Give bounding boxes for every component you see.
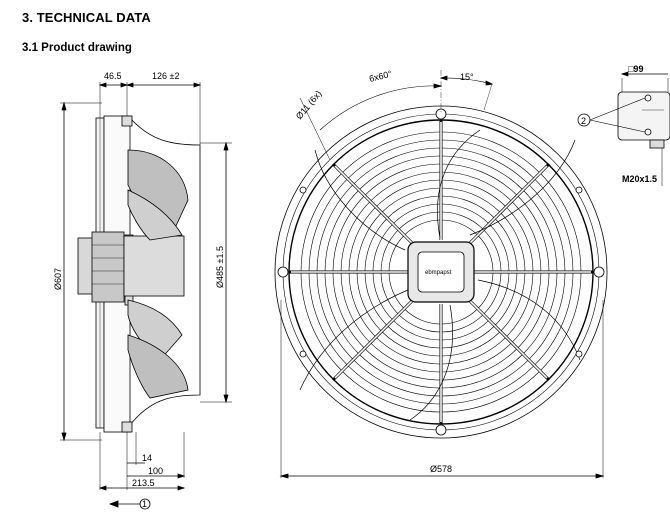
dim-top-b: 126 ±2 <box>152 71 179 81</box>
dim-box: □99 <box>628 64 643 74</box>
side-view <box>60 82 232 510</box>
subsection-title: 3.1 Product drawing <box>22 42 132 54</box>
terminal-box <box>577 71 670 186</box>
dim-dia-inner: Ø485 ±1.5 <box>215 246 225 288</box>
dim-gland: M20x1.5 <box>622 174 657 184</box>
dim-angle-b: 15° <box>460 72 474 82</box>
hub-brand-label: ebmpapst <box>425 270 452 276</box>
dim-bottom-a: 14 <box>142 453 152 463</box>
callout-1: 1 <box>142 499 147 509</box>
dim-bottom-b: 100 <box>148 466 163 476</box>
dim-angle-a: 6x60° <box>368 69 393 84</box>
dim-dia-outer: Ø607 <box>53 268 63 290</box>
front-view <box>274 70 608 479</box>
dim-top-a: 46.5 <box>104 71 122 81</box>
callout-2: 2 <box>581 116 586 126</box>
section-title: 3. TECHNICAL DATA <box>22 10 151 25</box>
dim-dia-bottom: Ø578 <box>430 464 452 474</box>
dim-bottom-c: 213.5 <box>132 478 155 488</box>
